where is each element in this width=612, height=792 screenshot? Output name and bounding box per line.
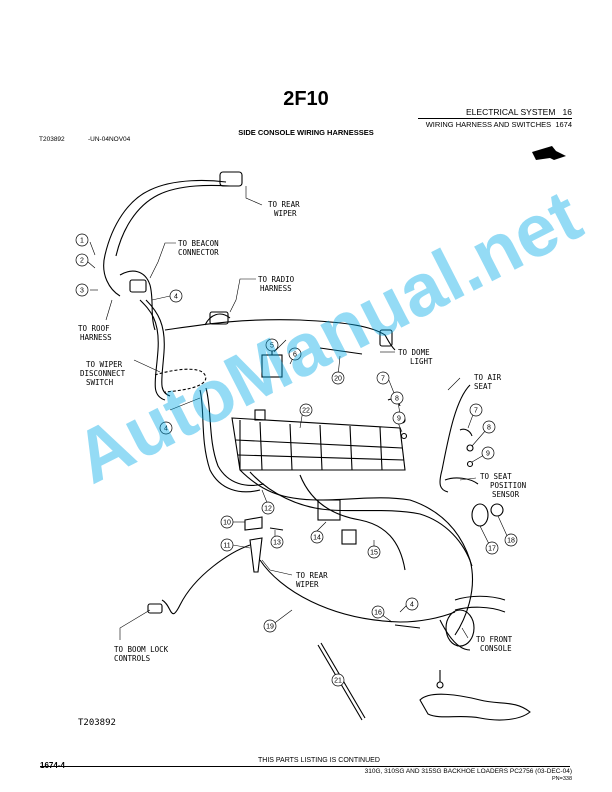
- label-rear-wiper-lower: WIPER: [296, 580, 319, 589]
- subsection-name: WIRING HARNESS AND SWITCHES: [425, 120, 552, 129]
- callout: 10: [223, 520, 231, 527]
- label-seat-sensor: POSITION: [490, 481, 526, 490]
- callout: 11: [223, 543, 230, 550]
- callout: 12: [264, 506, 272, 513]
- callout: 5: [270, 343, 274, 350]
- callout: 17: [488, 546, 496, 553]
- callout-markers: [75, 233, 518, 687]
- callout: 1: [80, 238, 84, 245]
- callout: 21: [334, 678, 342, 685]
- label-roof: HARNESS: [80, 333, 112, 342]
- label-wiper-switch: DISCONNECT: [80, 369, 126, 378]
- subsection-heading: WIRING HARNESS AND SWITCHES 1674: [426, 120, 572, 129]
- label-roof: TO ROOF: [78, 324, 110, 333]
- label-air-seat: SEAT: [474, 382, 493, 391]
- label-wiper-switch: TO WIPER: [86, 360, 123, 369]
- label-front-console: TO FRONT: [476, 635, 513, 644]
- callout: 2: [80, 258, 84, 265]
- section-heading: ELECTRICAL SYSTEM 16: [466, 107, 572, 117]
- label-beacon: CONNECTOR: [178, 248, 219, 257]
- label-radio: TO RADIO: [258, 275, 295, 284]
- callout: 4: [164, 426, 168, 433]
- label-dome: TO DOME: [398, 348, 430, 357]
- callout: 16: [374, 610, 382, 617]
- continued-note: THIS PARTS LISTING IS CONTINUED: [258, 757, 380, 764]
- callout: 20: [334, 376, 342, 383]
- figure-title: SIDE CONSOLE WIRING HARNESSES: [238, 128, 374, 137]
- footer-divider: [40, 766, 570, 767]
- label-radio: HARNESS: [260, 284, 292, 293]
- callout: 9: [397, 416, 401, 423]
- label-rear-wiper-lower: TO REAR: [296, 571, 328, 580]
- label-boom-lock: TO BOOM LOCK: [114, 645, 169, 654]
- callout: 7: [474, 408, 478, 415]
- subsection-number: 1674: [555, 120, 572, 129]
- callout: 3: [80, 288, 84, 295]
- callout: 6: [293, 352, 297, 359]
- section-number: 16: [562, 107, 572, 117]
- callout-numbers: 1 2 3 4 4 4 5 6 7 7 8 8 9 9 10 11 12 13 …: [80, 238, 515, 685]
- callout: 8: [487, 425, 491, 432]
- label-air-seat: TO AIR: [474, 373, 502, 382]
- header-divider: [418, 118, 572, 119]
- figure-image-date: -UN-04NOV04: [88, 136, 131, 143]
- label-dome: LIGHT: [410, 357, 433, 366]
- page-title: 2F10: [283, 88, 329, 110]
- figure-image-id: T203892: [39, 136, 65, 143]
- callout: 4: [174, 294, 178, 301]
- label-boom-lock: CONTROLS: [114, 654, 151, 663]
- callout: 13: [273, 540, 281, 547]
- direction-arrow-icon: [532, 146, 566, 160]
- label-beacon: TO BEACON: [178, 239, 219, 248]
- connection-labels: TO REAR WIPER TO BEACON CONNECTOR TO RAD…: [78, 200, 526, 663]
- callout: 18: [507, 538, 515, 545]
- callout: 9: [486, 451, 490, 458]
- callout: 19: [266, 624, 274, 631]
- footer-models: 310G, 310SG AND 315SG BACKHOE LOADERS PC…: [364, 768, 572, 775]
- section-name: ELECTRICAL SYSTEM: [466, 107, 556, 117]
- figure-code: T203892: [78, 718, 116, 728]
- callout: 7: [381, 376, 385, 383]
- footer-pn: PN=338: [551, 776, 572, 782]
- label-seat-sensor: TO SEAT: [480, 472, 512, 481]
- callout: 22: [302, 408, 310, 415]
- label-rear-wiper: WIPER: [274, 209, 297, 218]
- callout: 15: [370, 550, 378, 557]
- callout: 8: [395, 396, 399, 403]
- label-wiper-switch: SWITCH: [86, 378, 114, 387]
- callout: 4: [410, 602, 414, 609]
- label-rear-wiper: TO REAR: [268, 200, 300, 209]
- label-seat-sensor: SENSOR: [492, 490, 520, 499]
- page-number: 1674-4: [40, 761, 65, 770]
- callout: 14: [313, 535, 321, 542]
- label-front-console: CONSOLE: [480, 644, 512, 653]
